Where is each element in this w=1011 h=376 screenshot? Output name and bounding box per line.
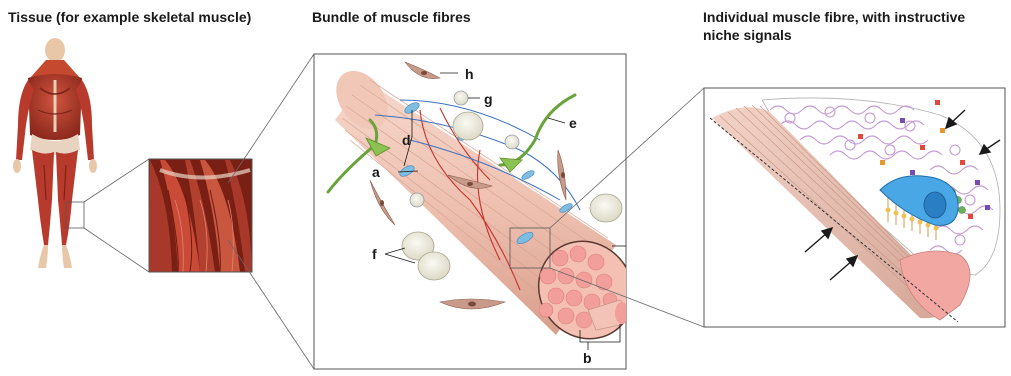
label-e: e <box>569 115 577 131</box>
fibre-niche-panel <box>704 88 1005 327</box>
human-figure <box>13 38 97 268</box>
label-f: f <box>372 246 377 262</box>
muscle-zoom-panel <box>149 159 252 272</box>
label-d: d <box>402 132 411 148</box>
figure-head <box>45 38 65 62</box>
label-a: a <box>372 164 380 180</box>
label-b: b <box>583 350 592 366</box>
label-g: g <box>484 91 493 107</box>
label-h: h <box>465 66 474 82</box>
bundle-panel: h g e d a f c b <box>314 54 652 369</box>
label-c: c <box>630 238 638 254</box>
stem-cell-nucleus <box>924 192 946 218</box>
